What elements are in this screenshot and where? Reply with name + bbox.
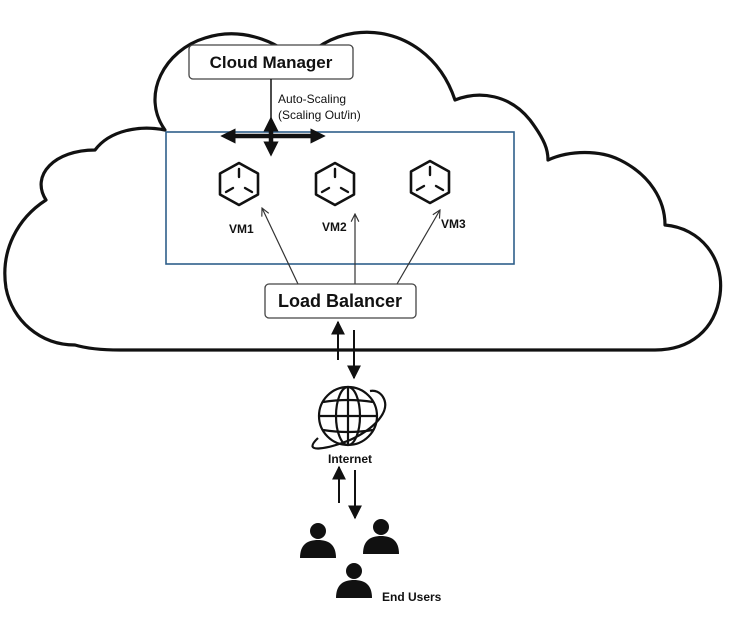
end-users-label: End Users xyxy=(382,590,442,604)
auto-scaling-label: Auto-Scaling xyxy=(278,92,346,106)
globe-icon xyxy=(311,385,387,450)
lb-to-vm1-arrow xyxy=(262,208,299,285)
user-icon xyxy=(336,563,372,598)
cloud-manager-label: Cloud Manager xyxy=(210,53,333,72)
load-balancer-box xyxy=(264,283,417,319)
load-balancer-label: Load Balancer xyxy=(278,291,402,311)
auto-scaling-sublabel: (Scaling Out/in) xyxy=(278,108,361,122)
vm1-label: VM1 xyxy=(229,222,254,236)
vm3-cube-icon xyxy=(409,159,451,205)
vm1-cube-icon xyxy=(218,161,260,207)
lb-to-vm3-arrow xyxy=(396,210,440,285)
user-icon xyxy=(363,519,399,554)
vm-group-box xyxy=(165,131,515,265)
user-icon xyxy=(300,523,336,558)
cloud-shape xyxy=(3,30,723,352)
vm3-label: VM3 xyxy=(441,217,466,231)
vm2-cube-icon xyxy=(314,161,356,207)
internet-label: Internet xyxy=(328,452,372,466)
vm2-label: VM2 xyxy=(322,220,347,234)
